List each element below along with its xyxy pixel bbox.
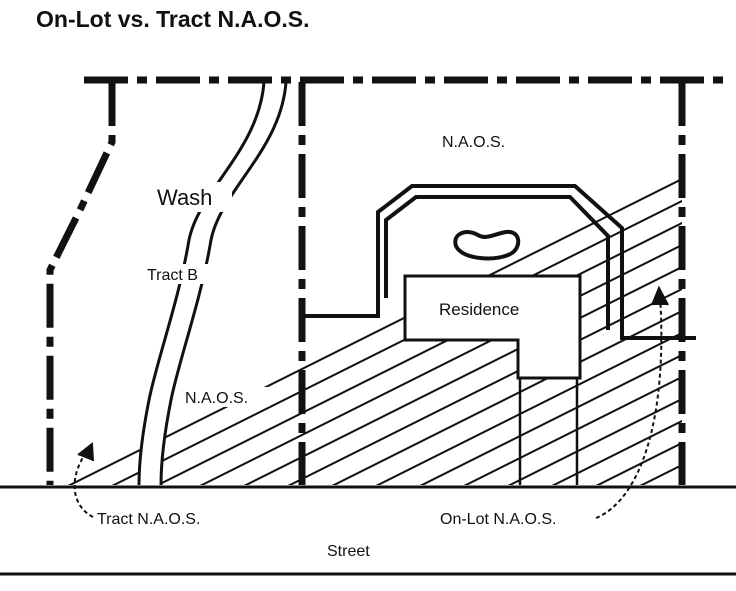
onlot-naos-label: On-Lot N.A.O.S. (440, 511, 556, 528)
building-envelope (302, 184, 696, 340)
hatch-line (680, 70, 736, 591)
hatch-line (724, 70, 736, 591)
pool-shape (453, 229, 521, 261)
hatch-line (302, 82, 682, 485)
residence-label: Residence (439, 300, 519, 319)
wash-bank-left (137, 81, 266, 486)
hatch-line (724, 70, 736, 591)
wash-bank-right (159, 81, 288, 486)
hatch-line (635, 82, 682, 485)
hatch-line (636, 70, 736, 591)
hatch-line (592, 70, 736, 591)
page-title: On-Lot vs. Tract N.A.O.S. (36, 6, 310, 32)
residence-building (403, 274, 582, 380)
hatch-line (302, 82, 682, 485)
tract-naos-label: Tract N.A.O.S. (97, 511, 200, 528)
hatch-line (302, 82, 682, 485)
tract-naos-callout-arrow (73, 442, 94, 518)
property-lines (46, 76, 728, 485)
hatch-line (591, 82, 682, 485)
naos-left-label: N.A.O.S. (185, 390, 248, 407)
wash-label: Wash (157, 185, 212, 210)
hatch-line (679, 82, 682, 485)
hatch-line (302, 82, 682, 485)
onlot-naos-callout-arrow (595, 285, 669, 519)
tract-b-label: Tract B (147, 267, 198, 284)
wash-channel-fill (139, 80, 286, 486)
naos-top-label: N.A.O.S. (442, 134, 505, 151)
street-label: Street (327, 543, 370, 560)
hatch-line (302, 82, 682, 485)
driveway (518, 378, 579, 485)
hatch-line (302, 82, 682, 485)
